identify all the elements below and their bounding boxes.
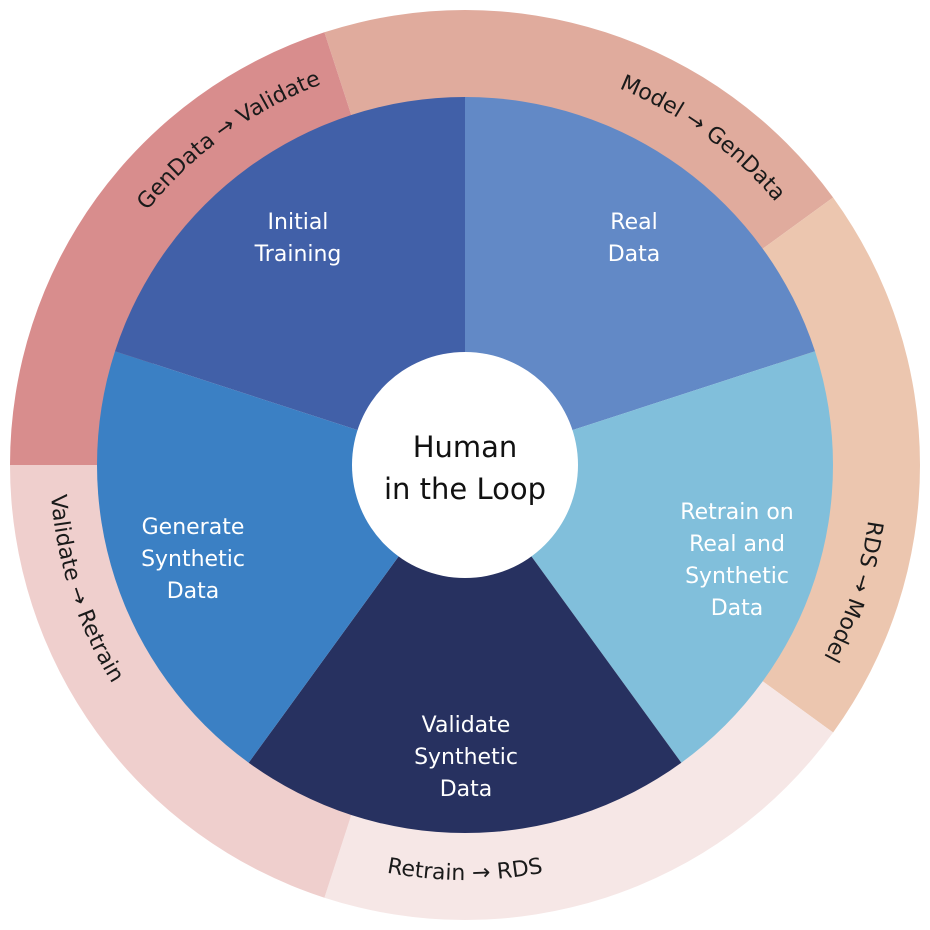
center-circle	[352, 352, 578, 578]
segment-generate-synthetic	[115, 97, 465, 465]
segment-retrain-real-synthetic	[248, 465, 682, 833]
segment-initial-training	[465, 97, 815, 465]
